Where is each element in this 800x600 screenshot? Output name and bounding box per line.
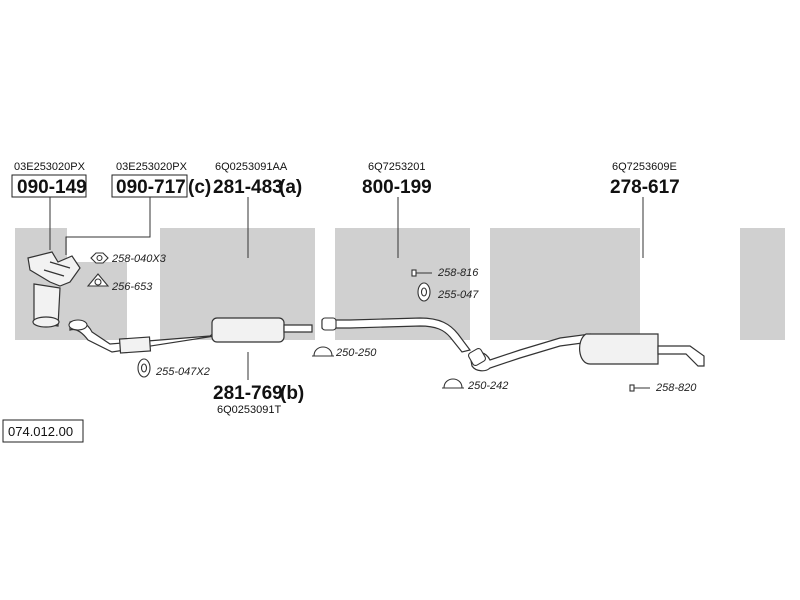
oe-number: 6Q0253091T xyxy=(217,404,281,416)
accessory-258-820[interactable]: 258-820 xyxy=(629,382,697,394)
accessory-number: 258-040X3 xyxy=(111,253,167,265)
part-number: 281-769 xyxy=(213,383,283,404)
part-label-281-483[interactable]: 6Q0253091AA 281-483 (a) xyxy=(213,161,302,198)
accessory-255-047[interactable]: 255-047 xyxy=(417,282,479,302)
oe-number: 6Q0253091AA xyxy=(215,161,288,173)
accessory-number: 255-047 xyxy=(437,289,479,301)
part-label-278-617[interactable]: 6Q7253609E 278-617 xyxy=(610,161,680,198)
accessory-number: 250-250 xyxy=(335,347,377,359)
bolt-icon xyxy=(629,384,650,392)
front-pipe[interactable] xyxy=(68,317,313,354)
oe-number: 03E253020PX xyxy=(14,161,86,173)
part-number: 090-149 xyxy=(17,177,87,198)
part-number: 090-717 xyxy=(116,177,186,198)
accessory-number: 250-242 xyxy=(467,380,508,392)
part-suffix: (a) xyxy=(279,177,302,198)
accessory-250-250[interactable]: 250-250 xyxy=(312,346,377,359)
bolt-icon xyxy=(411,269,432,277)
accessory-258-040X3[interactable]: 258-040X3 xyxy=(90,252,167,265)
clamp-icon xyxy=(442,378,464,389)
accessory-number: 255-047X2 xyxy=(155,366,210,378)
part-label-281-769[interactable]: 281-769 (b) 6Q0253091T xyxy=(213,383,304,416)
oe-number: 6Q7253609E xyxy=(612,161,677,173)
oe-number: 6Q7253201 xyxy=(368,161,426,173)
leader-lines xyxy=(49,197,644,380)
manifold-catalyst[interactable] xyxy=(27,251,81,328)
oe-number: 03E253020PX xyxy=(116,161,188,173)
accessory-250-242[interactable]: 250-242 xyxy=(442,378,508,392)
part-label-090-149[interactable]: 03E253020PX 090-149 xyxy=(11,161,87,198)
accessory-number: 258-816 xyxy=(437,267,479,279)
part-suffix: (b) xyxy=(280,383,304,404)
intermediate-pipe[interactable] xyxy=(321,317,472,353)
accessory-256-653[interactable]: 256-653 xyxy=(86,273,153,293)
accessory-number: 258-820 xyxy=(655,382,697,394)
part-number: 278-617 xyxy=(610,177,680,198)
accessory-255-047X2[interactable]: 255-047X2 xyxy=(137,358,210,378)
part-number: 800-199 xyxy=(362,177,432,198)
accessory-number: 256-653 xyxy=(111,281,153,293)
part-label-800-199[interactable]: 6Q7253201 800-199 xyxy=(362,161,432,198)
diagram-code-label: 074.012.00 xyxy=(2,419,84,443)
part-number: 281-483 xyxy=(213,177,283,198)
part-suffix: (c) xyxy=(188,177,211,198)
accessory-258-816[interactable]: 258-816 xyxy=(411,267,479,279)
clamp-icon xyxy=(312,346,334,357)
rear-muffler[interactable] xyxy=(467,333,705,372)
diagram-code: 074.012.00 xyxy=(8,424,73,439)
part-label-090-717[interactable]: 03E253020PX 090-717 (c) xyxy=(111,161,211,198)
